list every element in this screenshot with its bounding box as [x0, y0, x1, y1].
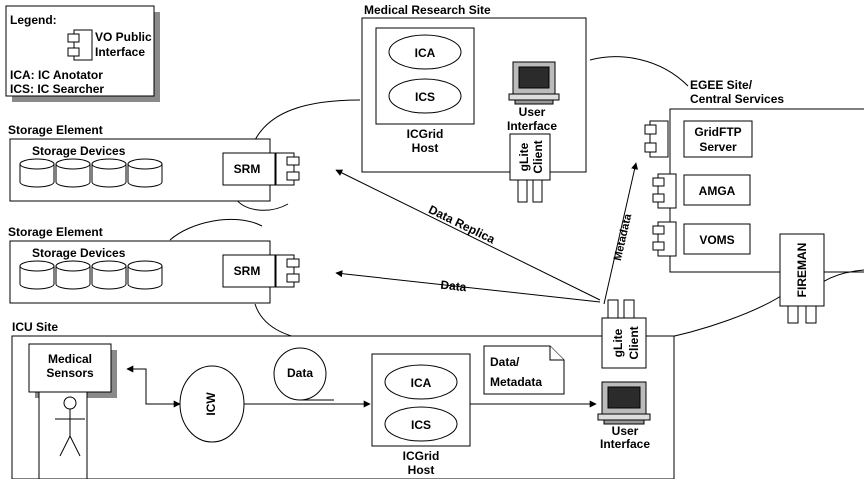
medical-research-site-title: Medical Research Site	[364, 3, 491, 17]
mrs-ica-label: ICA	[415, 46, 436, 60]
data-label: Data	[440, 278, 468, 295]
icu-ui-label-2: Interface	[600, 437, 650, 451]
icu-ui-label-1: User	[612, 424, 639, 438]
icu-glite-client-component: gLite Client	[602, 300, 646, 368]
amga-interface-icon	[653, 174, 676, 208]
mrs-ics-label: ICS	[415, 90, 435, 104]
gridftp-interface-icon	[645, 121, 668, 157]
mrs-client-label-2: Client	[531, 140, 545, 173]
icu-ics-label: ICS	[411, 418, 431, 432]
gridftp-label-2: Server	[699, 140, 737, 154]
icu-site-title: ICU Site	[12, 320, 58, 334]
srm-2-interface-icon	[276, 255, 299, 287]
doc-label-2: Metadata	[490, 375, 542, 389]
mrs-client-label-1: gLite	[517, 142, 531, 171]
icu-client-label-2: Client	[627, 326, 641, 359]
legend-ics-definition: ICS: IC Searcher	[10, 82, 104, 96]
legend-component-label-2: Interface	[95, 45, 145, 59]
storage-element-2: Storage Element Storage Devices SRM	[8, 225, 299, 303]
gridftp-label-1: GridFTP	[694, 125, 741, 139]
data-replica-label: Data Replica	[426, 202, 497, 246]
storage-element-1-title: Storage Element	[8, 123, 103, 137]
legend-component-label-1: VO Public	[95, 30, 152, 44]
storage-devices-2-label: Storage Devices	[32, 246, 126, 260]
storage-element-1: Storage Element Storage Devices SRM	[8, 123, 299, 201]
srm-2-label: SRM	[234, 264, 261, 278]
fireman-component: FIREMAN	[780, 234, 824, 323]
amga-label: AMGA	[699, 184, 736, 198]
egee-site: EGEE Site/ Central Services GridFTP Serv…	[645, 78, 864, 323]
icu-site: ICU Site Medical Sensors ICW Data ICA IC…	[12, 300, 674, 479]
metadata-label: Metadata	[612, 212, 635, 262]
legend-ica-definition: ICA: IC Anotator	[10, 68, 103, 82]
data-token-label: Data	[287, 366, 313, 380]
mrs-host-label-1: ICGrid	[407, 127, 444, 141]
voms-label: VOMS	[699, 233, 734, 247]
sensors-label-2: Sensors	[46, 366, 94, 380]
icw-label: ICW	[204, 392, 218, 416]
data-arrow	[336, 273, 600, 302]
storage-element-2-title: Storage Element	[8, 225, 103, 239]
sensors-label-1: Medical	[48, 352, 92, 366]
egee-title-2: Central Services	[690, 92, 784, 106]
doc-label-1: Data/	[490, 355, 520, 369]
icu-client-label-1: gLite	[611, 328, 625, 357]
fireman-label: FIREMAN	[795, 243, 809, 298]
mrs-glite-client-component: gLite Client	[510, 134, 550, 202]
mrs-ui-label-1: User	[519, 105, 546, 119]
medical-research-site: Medical Research Site ICA ICS ICGrid Hos…	[362, 3, 586, 202]
icu-host-label-2: Host	[408, 463, 435, 477]
storage-devices-1-label: Storage Devices	[32, 144, 126, 158]
mrs-ui-label-2: Interface	[507, 119, 557, 133]
icu-computer-icon	[598, 382, 650, 424]
icu-host-label-1: ICGrid	[403, 449, 440, 463]
voms-interface-icon	[653, 222, 676, 256]
mrs-computer-icon	[509, 62, 559, 104]
srm-1-interface-icon	[276, 153, 299, 185]
legend: Legend: VO Public Interface ICA: IC Anot…	[6, 6, 160, 102]
icu-ica-label: ICA	[411, 376, 432, 390]
legend-title: Legend:	[10, 13, 57, 27]
egee-title-1: EGEE Site/	[690, 78, 753, 92]
mrs-host-label-2: Host	[412, 141, 439, 155]
srm-1-label: SRM	[234, 162, 261, 176]
patient-panel	[39, 392, 87, 479]
